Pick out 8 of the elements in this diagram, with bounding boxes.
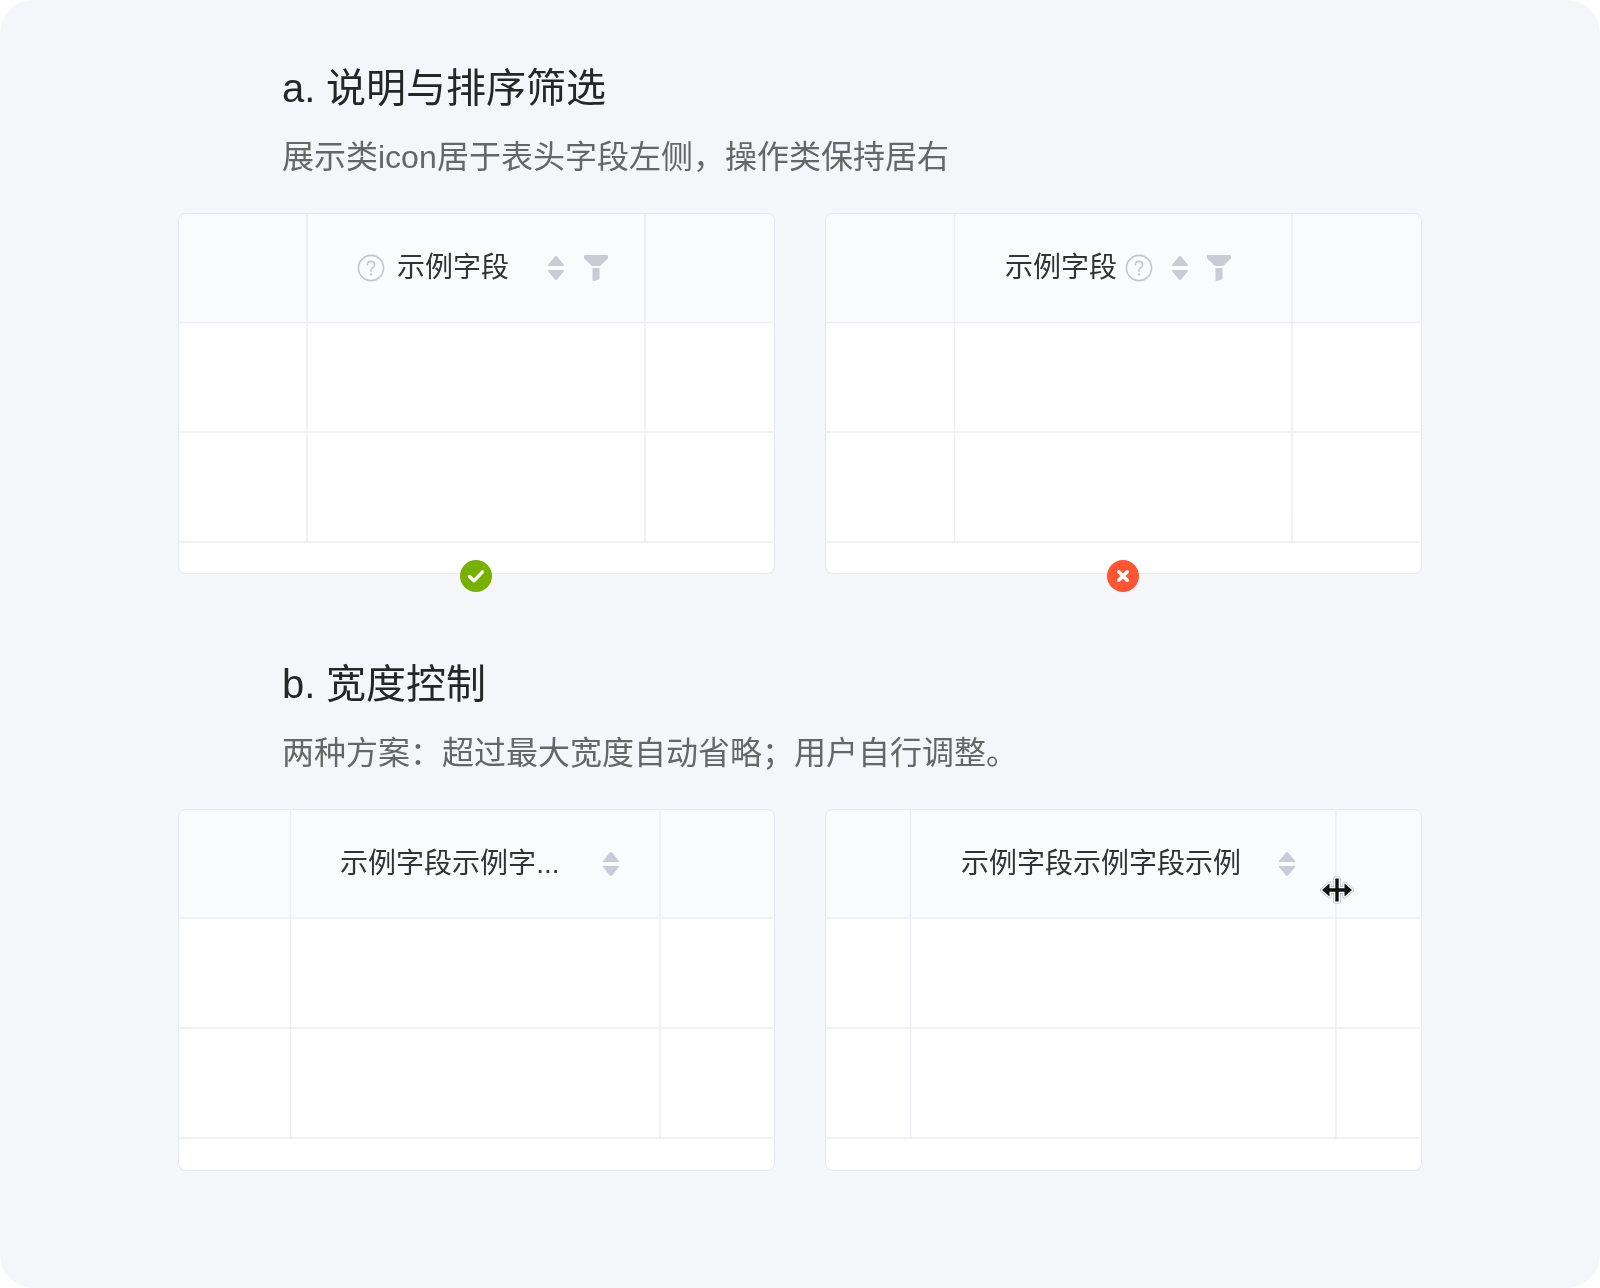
column-title: 示例字段 xyxy=(1004,250,1117,285)
column-title: 示例字段 xyxy=(396,250,509,285)
column-title: 示例字段示例字段示例 xyxy=(960,846,1241,881)
section-description: 两种方案：超过最大宽度自动省略；用户自行调整。 xyxy=(282,734,1018,773)
section-description: 展示类icon居于表头字段左侧，操作类保持居右 xyxy=(282,138,949,177)
section-heading: a. 说明与排序筛选 xyxy=(282,65,607,112)
section-heading: b. 宽度控制 xyxy=(282,661,487,708)
column-title: 示例字段示例字... xyxy=(340,846,560,881)
